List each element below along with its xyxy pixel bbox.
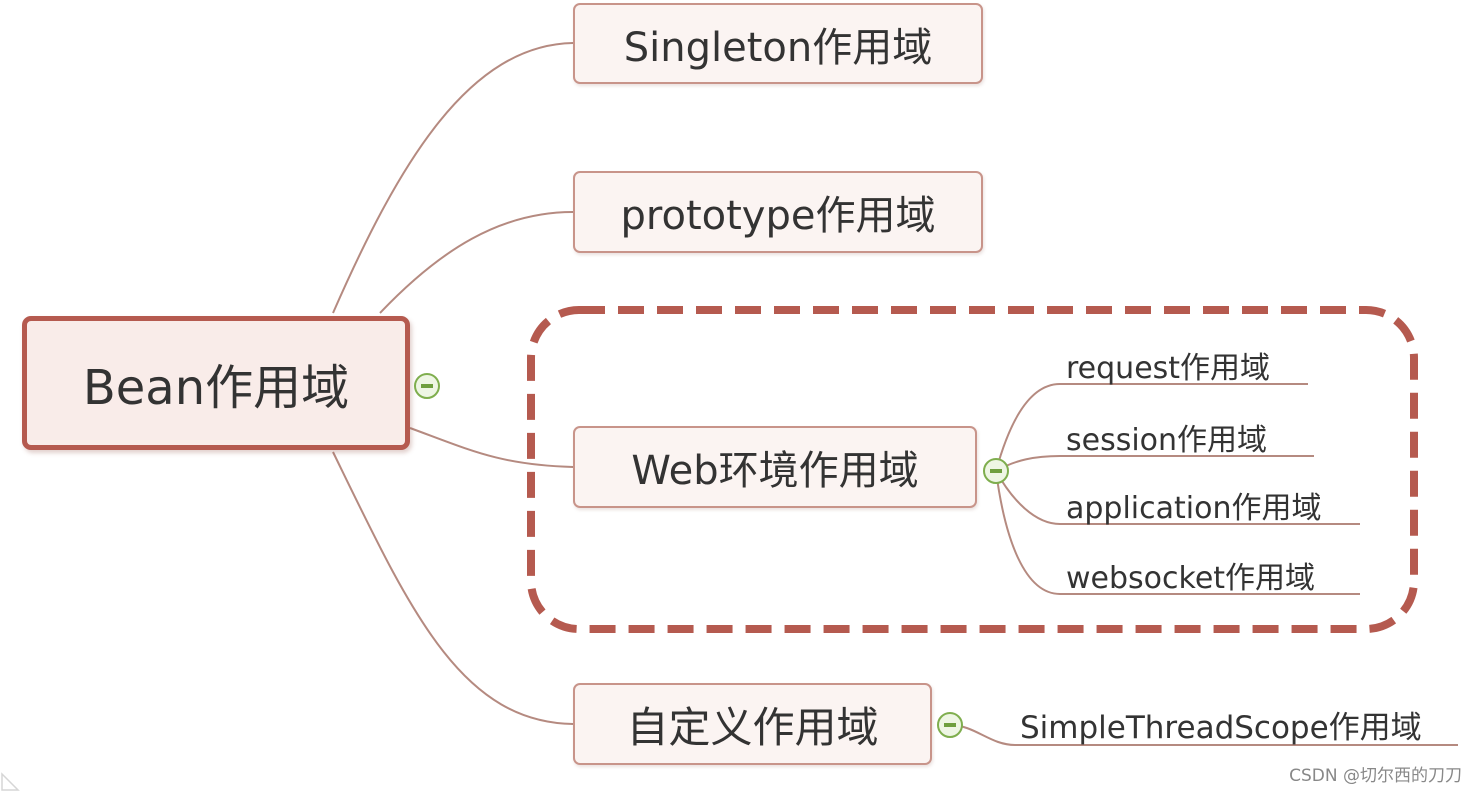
branch-node-prototype[interactable]: prototype作用域 <box>573 171 983 253</box>
resize-corner-icon <box>1 772 20 791</box>
connector-root-custom <box>332 451 574 725</box>
leaf-node-application[interactable]: application作用域 <box>1066 491 1322 526</box>
branch-node-label: prototype作用域 <box>620 193 936 239</box>
branch-node-web[interactable]: Web环境作用域 <box>573 426 977 508</box>
root-node[interactable]: Bean作用域 <box>22 316 410 450</box>
connector-web-websocket <box>995 470 1360 595</box>
root-node-label: Bean作用域 <box>82 360 350 416</box>
connector-root-web <box>409 427 574 468</box>
branch-node-custom[interactable]: 自定义作用域 <box>573 683 932 765</box>
connector-root-prototype <box>379 211 574 314</box>
connector-root-singleton <box>332 42 574 314</box>
collapse-minus-icon[interactable] <box>983 458 1009 484</box>
web-scope-highlight-frame <box>527 306 1418 633</box>
branch-node-label: Web环境作用域 <box>631 448 919 494</box>
branch-node-label: 自定义作用域 <box>626 702 879 752</box>
leaf-node-websocket[interactable]: websocket作用域 <box>1066 561 1316 596</box>
leaf-node-simplethreadscope[interactable]: SimpleThreadScope作用域 <box>1020 710 1422 746</box>
connector-web-request <box>995 383 1308 472</box>
collapse-minus-icon[interactable] <box>937 712 963 738</box>
leaf-node-request[interactable]: request作用域 <box>1066 351 1271 386</box>
leaf-node-session[interactable]: session作用域 <box>1066 423 1268 458</box>
collapse-minus-icon[interactable] <box>414 373 440 399</box>
branch-node-singleton[interactable]: Singleton作用域 <box>573 3 983 84</box>
watermark: CSDN @切尔西的刀刀 <box>1289 766 1462 786</box>
branch-node-label: Singleton作用域 <box>623 24 933 71</box>
